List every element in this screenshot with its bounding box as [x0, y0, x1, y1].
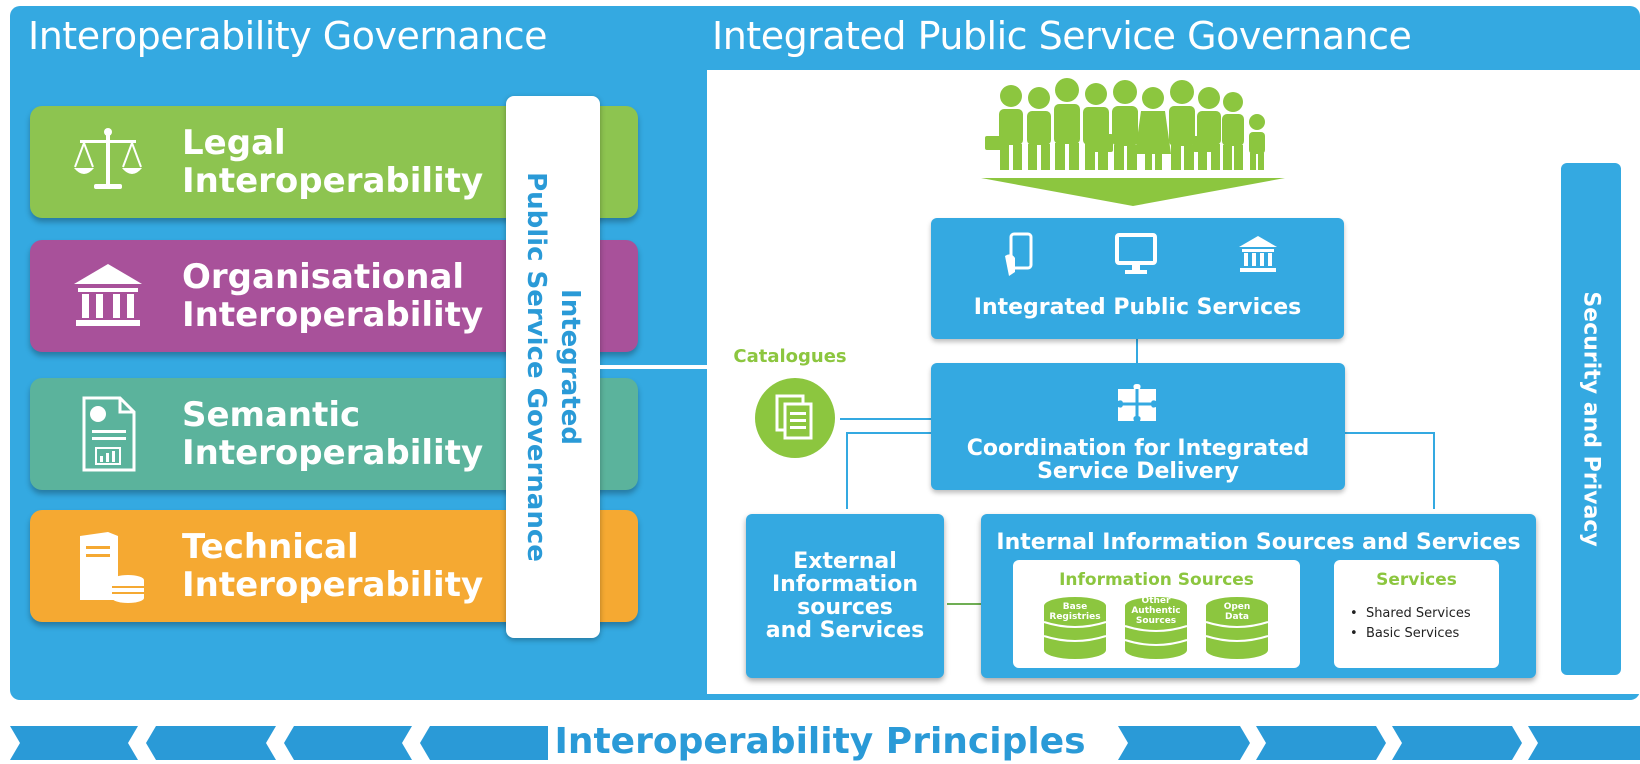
base-registries-disk: Base Registries	[1043, 596, 1107, 660]
service-item: Shared Services	[1365, 606, 1471, 621]
layer-title: Legal	[182, 123, 286, 163]
external-line2: Information	[772, 572, 918, 597]
disk-line1: Other	[1141, 596, 1171, 606]
interoperability-governance-heading: Interoperability Governance	[28, 14, 548, 58]
disk-line2: Registries	[1049, 612, 1101, 622]
layer-title: Semantic	[182, 395, 361, 435]
disk-line2: Authentic	[1131, 606, 1181, 616]
integrated-public-services-title: Integrated Public Services	[973, 295, 1302, 320]
open-data-disk: Open Data	[1205, 596, 1269, 660]
connector-coordination-left	[846, 432, 931, 434]
external-line4: and Services	[765, 618, 925, 643]
puzzle-icon	[1118, 384, 1156, 421]
external-information-box: External Information sources and Service…	[746, 514, 944, 678]
connector-to-external	[846, 432, 848, 509]
citizens-icon	[981, 78, 1285, 206]
layer-subtitle: Interoperability	[182, 295, 484, 335]
services-list-item: • Shared Services	[1350, 606, 1471, 621]
governance-connector	[600, 365, 707, 369]
other-authentic-sources-disk: Other Authentic Sources	[1124, 596, 1188, 660]
layer-subtitle: Interoperability	[182, 433, 484, 473]
integrated-public-service-governance-bar: Integrated Public Service Governance	[506, 96, 600, 638]
coordination-box: Coordination for Integrated Service Deli…	[931, 363, 1345, 490]
layer-title: Organisational	[182, 257, 465, 297]
database-icon	[1124, 597, 1188, 659]
services-list-item: • Basic Services	[1350, 626, 1460, 641]
catalogues-badge	[755, 378, 835, 458]
catalogues-label: Catalogues	[733, 346, 847, 367]
chevron-arrow	[10, 726, 138, 760]
disk-line1: Base	[1062, 602, 1088, 612]
database-icon	[1205, 597, 1269, 659]
database-icon	[1043, 597, 1107, 659]
integrated-public-services-box: Integrated Public Services	[931, 218, 1344, 339]
mobile-icon	[1005, 232, 1033, 276]
bar-label-line1: Integrated	[555, 289, 585, 445]
connector-coordination-right	[1345, 432, 1435, 434]
chevron-arrow	[146, 726, 276, 760]
server-icon	[80, 532, 144, 603]
chevron-arrow	[1118, 726, 1250, 760]
monitor-icon	[1115, 233, 1157, 274]
chevron-arrow	[1392, 726, 1522, 760]
chevron-arrow	[1528, 726, 1640, 760]
catalogue-icon	[775, 394, 813, 440]
layer-subtitle: Interoperability	[182, 565, 484, 605]
security-and-privacy-label: Security and Privacy	[1578, 291, 1604, 547]
integrated-public-service-governance-heading: Integrated Public Service Governance	[712, 14, 1412, 58]
chevron-arrow	[420, 726, 548, 760]
information-sources-panel: Information Sources Base Registries	[1013, 560, 1300, 668]
connector-to-internal	[1433, 432, 1435, 509]
connector-catalogues-coordination	[840, 418, 931, 420]
chevron-arrow	[1256, 726, 1386, 760]
coordination-title-line1: Coordination for Integrated	[966, 436, 1310, 461]
external-line1: External	[793, 549, 897, 574]
services-title: Services	[1376, 570, 1457, 590]
chevron-arrow	[284, 726, 412, 760]
layer-title: Technical	[182, 527, 359, 567]
disk-line1: Open	[1223, 602, 1251, 612]
bar-label-line2: Public Service Governance	[521, 172, 551, 562]
connector-services-coordination	[1136, 339, 1138, 363]
principles-arrows	[10, 726, 1640, 760]
disk-line2: Data	[1225, 612, 1249, 622]
external-line3: sources	[797, 595, 893, 620]
document-icon	[82, 396, 136, 472]
service-item: Basic Services	[1365, 626, 1460, 641]
institution-icon	[74, 264, 142, 326]
interoperability-principles-label: Interoperability Principles	[554, 721, 1086, 762]
layer-subtitle: Interoperability	[182, 161, 484, 201]
coordination-title-line2: Service Delivery	[1037, 459, 1239, 484]
security-and-privacy-bar: Security and Privacy	[1561, 163, 1621, 675]
institution-icon	[1239, 236, 1277, 272]
internal-information-box: Internal Information Sources and Service…	[981, 514, 1536, 678]
services-panel: Services • Shared Services • Basic Servi…	[1334, 560, 1499, 668]
internal-title: Internal Information Sources and Service…	[996, 530, 1521, 555]
information-sources-title: Information Sources	[1059, 570, 1254, 590]
connector-external-internal	[947, 603, 981, 605]
scales-icon	[74, 128, 142, 189]
disk-line3: Sources	[1135, 616, 1177, 626]
